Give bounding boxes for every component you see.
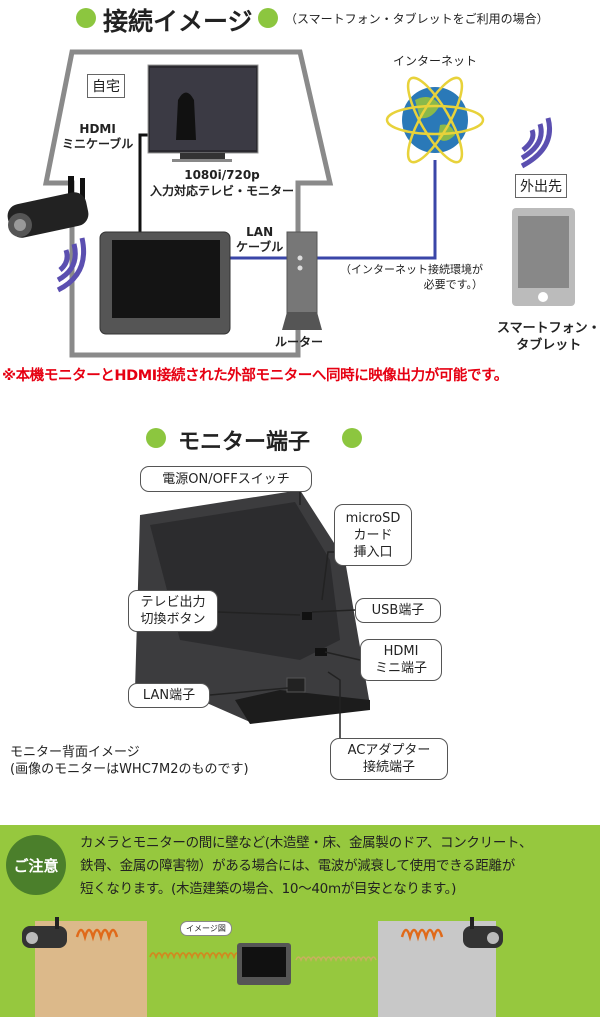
callout-usb: USB端子	[355, 598, 441, 623]
small-monitor-icon	[237, 943, 291, 985]
caution-line-2: 鉄骨、金属の障害物）がある場合には、電波が減衰して使用できる距離が	[80, 858, 515, 874]
callout-lan-text: LAN端子	[142, 688, 196, 703]
monitor-back-image	[135, 490, 370, 738]
callout-tv-output: テレビ出力切換ボタン	[128, 590, 218, 632]
caution-line-1: カメラとモニターの間に壁など(木造壁・床、金属製のドア、コンクリート、	[80, 835, 533, 851]
title-dot-left	[76, 8, 96, 28]
image-tag: イメージ図	[180, 921, 232, 936]
home-label: 自宅	[87, 74, 125, 98]
connection-title: 接続イメージ	[103, 7, 253, 36]
tablet-icon	[512, 208, 575, 306]
caution-badge-text: ご注意	[13, 856, 59, 875]
tv-label-line2: 入力対応テレビ・モニター	[150, 184, 295, 198]
wireless-waves-right-icon	[520, 117, 552, 169]
camera-right-icon	[463, 917, 503, 948]
simultaneous-output-notice: ※本機モニターとHDMI接続された外部モニターへ同時に映像出力が可能です。	[2, 368, 508, 384]
tv-label: 1080i/720p 入力対応テレビ・モニター	[150, 167, 294, 199]
signal-illustration	[22, 917, 503, 1017]
callout-power-switch-text: 電源ON/OFFスイッチ	[162, 471, 290, 487]
callout-microsd-line1: microSD	[345, 510, 401, 526]
caution-text: カメラとモニターの間に壁など(木造壁・床、金属製のドア、コンクリート、 鉄骨、金…	[80, 832, 532, 901]
hdmi-cable	[138, 133, 148, 235]
internet-note: （インターネット接続環境が必要です。）	[340, 262, 483, 292]
caution-panel: ご注意 カメラとモニターの間に壁など(木造壁・床、金属製のドア、コンクリート、 …	[0, 825, 600, 1017]
router-label: ルーター	[275, 335, 324, 349]
terminals-dot-left	[146, 428, 166, 448]
connection-subtitle: （スマートフォン・タブレットをご利用の場合）	[285, 12, 549, 26]
globe-icon	[385, 76, 485, 164]
caution-line-3: 短くなります。(木造建築の場合、10～40mが目安となります。)	[80, 881, 457, 897]
callout-microsd-line3: 挿入口	[353, 544, 393, 560]
device-label-line1: スマートフォン・	[497, 321, 600, 336]
internet-note-line2: 必要です。）	[423, 278, 483, 291]
caption-line1: モニター背面イメージ	[10, 745, 140, 760]
camera-icon	[7, 176, 89, 238]
callout-usb-text: USB端子	[371, 603, 425, 618]
callout-tv-output-line2: 切換ボタン	[140, 612, 206, 627]
lan-label-line2: ケーブル	[236, 240, 284, 254]
signal-wave-faint	[295, 956, 377, 962]
monitor-icon	[99, 231, 231, 335]
signal-wave-strong	[75, 928, 119, 942]
tv-icon	[147, 64, 259, 162]
internet-note-line1: （インターネット接続環境が	[340, 263, 483, 276]
connection-diagram	[7, 49, 575, 358]
terminals-title: モニター端子	[178, 430, 311, 455]
callout-hdmi: HDMI ミニ端子	[360, 639, 442, 681]
lan-cable	[205, 160, 437, 260]
callout-tv-output-line1: テレビ出力	[140, 595, 206, 610]
terminals-dot-right	[342, 428, 362, 448]
camera-left-icon	[22, 917, 67, 948]
callout-lan: LAN端子	[128, 683, 210, 708]
caution-badge: ご注意	[6, 835, 66, 895]
wireless-waves-icon	[56, 237, 87, 293]
router-icon	[282, 231, 322, 330]
caption-line2: (画像のモニターはWHC7M2のものです)	[10, 762, 249, 777]
callout-hdmi-line1: HDMI	[383, 644, 419, 659]
lan-label-line1: LAN	[246, 225, 274, 239]
device-label: スマートフォン・タブレット	[497, 320, 600, 354]
title-dot-right	[258, 8, 278, 28]
monitor-back-caption: モニター背面イメージ (画像のモニターはWHC7M2のものです)	[10, 744, 249, 778]
callout-ac-line1: ACアダプター	[347, 743, 431, 758]
internet-label: インターネット	[393, 54, 478, 68]
callout-hdmi-line2: ミニ端子	[374, 661, 427, 676]
signal-wave-concrete	[400, 928, 444, 942]
callout-ac-line2: 接続端子	[362, 760, 415, 775]
away-label: 外出先	[515, 174, 567, 198]
callout-ac-adapter: ACアダプター接続端子	[330, 738, 448, 780]
device-label-line2: タブレット	[516, 338, 582, 353]
tv-label-line1: 1080i/720p	[184, 168, 260, 182]
callout-microsd-line2: カード	[353, 527, 393, 543]
callout-power-switch: 電源ON/OFFスイッチ	[140, 466, 312, 492]
hdmi-label-line1: HDMI	[79, 122, 116, 136]
hdmi-label-line2: ミニケーブル	[62, 137, 134, 151]
